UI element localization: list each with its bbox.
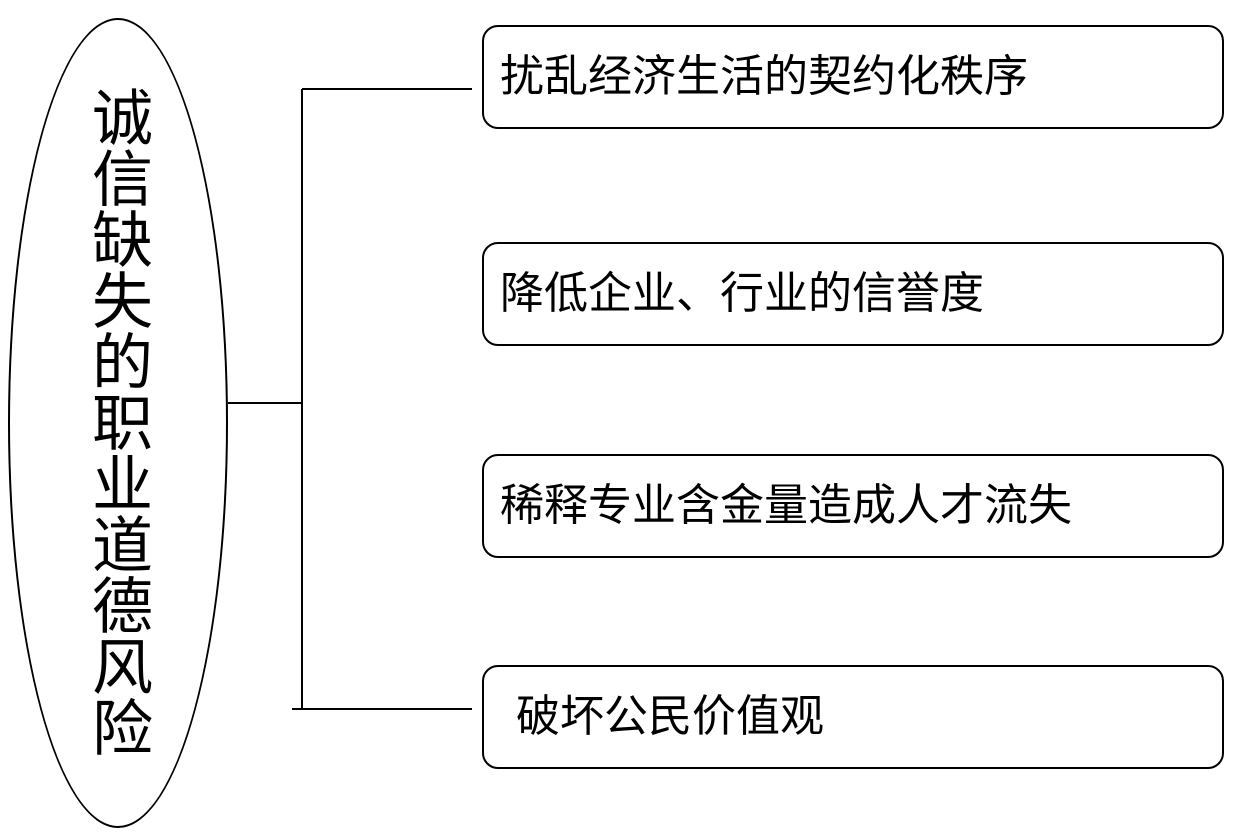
root-node [8,18,228,828]
branch-node-1: 扰乱经济生活的契约化秩序 [482,25,1224,129]
branch-node-1-label: 扰乱经济生活的契约化秩序 [500,51,1028,102]
branch-node-3-label: 稀释专业含金量造成人才流失 [500,480,1072,531]
branch-node-3: 稀释专业含金量造成人才流失 [482,454,1224,558]
branch-node-2-label: 降低企业、行业的信誉度 [500,268,984,319]
branch-node-4-label: 破坏公民价值观 [516,691,824,742]
root-node-label: 诚信缺失的职业道德风险 [81,85,152,757]
branch-node-2: 降低企业、行业的信誉度 [482,242,1224,346]
branch-node-4: 破坏公民价值观 [482,665,1224,769]
